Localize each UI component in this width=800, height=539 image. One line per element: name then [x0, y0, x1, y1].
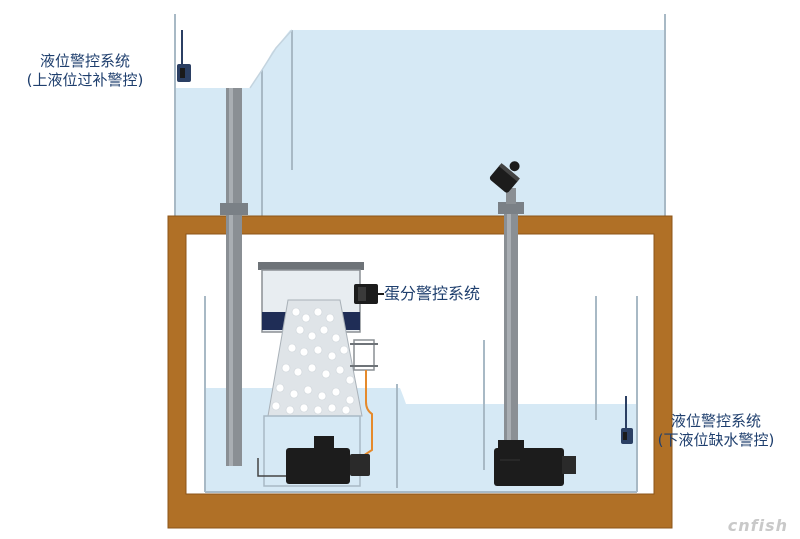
- display-tank: [174, 14, 666, 216]
- lower-level-sensor: [621, 396, 633, 444]
- drain-pipe: [220, 88, 248, 466]
- upper-level-title: 液位警控系统: [39, 52, 130, 70]
- return-nozzle: [489, 161, 520, 193]
- upper-level-subtitle: (上液位过补警控): [26, 71, 144, 89]
- return-pipe: [498, 188, 524, 452]
- upper-level-sensor: [177, 30, 191, 82]
- display-tank-water: [176, 30, 664, 216]
- skimmer-label: 蛋分警控系统: [384, 284, 481, 303]
- lower-level-title: 液位警控系统: [670, 412, 761, 430]
- upper-level-label: 液位警控系统 (上液位过补警控): [10, 52, 160, 90]
- lower-level-label: 液位警控系统 (下液位缺水警控): [641, 412, 791, 450]
- skimmer-sensor: [354, 284, 384, 304]
- watermark: cnfish: [727, 516, 788, 535]
- return-pump: [494, 440, 576, 486]
- protein-skimmer: [257, 262, 378, 487]
- lower-level-subtitle: (下液位缺水警控): [657, 431, 775, 449]
